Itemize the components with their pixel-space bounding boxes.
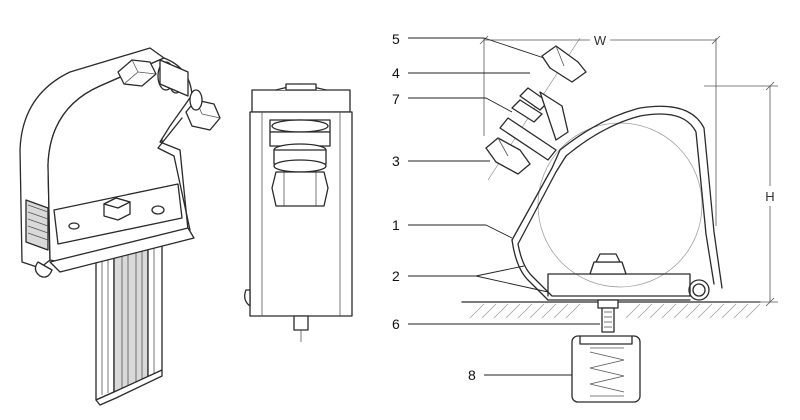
top-bolt-iso	[117, 59, 221, 231]
callouts: 5 4 7 3 1 2 6	[392, 31, 600, 383]
dim-width: W	[479, 33, 721, 226]
callout-label-6: 6	[392, 316, 400, 332]
top-bolt-front	[485, 37, 587, 181]
callout-2: 2	[392, 265, 549, 293]
spring-box	[571, 335, 641, 403]
callout-label-3: 3	[392, 153, 400, 169]
front-view: W H	[461, 33, 778, 403]
callout-5: 5	[392, 31, 545, 59]
callout-label-4: 4	[392, 65, 400, 81]
callout-3: 3	[392, 153, 490, 169]
dim-height: H	[704, 81, 778, 307]
isometric-view	[19, 47, 221, 406]
base-plate-iso	[53, 183, 183, 245]
callout-8: 8	[468, 367, 572, 383]
base-bolt-front	[589, 253, 627, 333]
callout-label-8: 8	[468, 367, 476, 383]
clamp-body-front	[511, 105, 723, 301]
callout-label-1: 1	[392, 217, 400, 233]
callout-label-5: 5	[392, 31, 400, 47]
callout-1: 1	[392, 217, 513, 239]
dim-height-label: H	[765, 189, 774, 204]
callout-6: 6	[392, 316, 600, 332]
callout-4: 4	[392, 65, 530, 81]
callout-label-7: 7	[392, 91, 400, 107]
dim-width-label: W	[594, 33, 607, 48]
callout-7: 7	[392, 91, 513, 113]
callout-label-2: 2	[392, 268, 400, 284]
side-view	[244, 83, 353, 342]
